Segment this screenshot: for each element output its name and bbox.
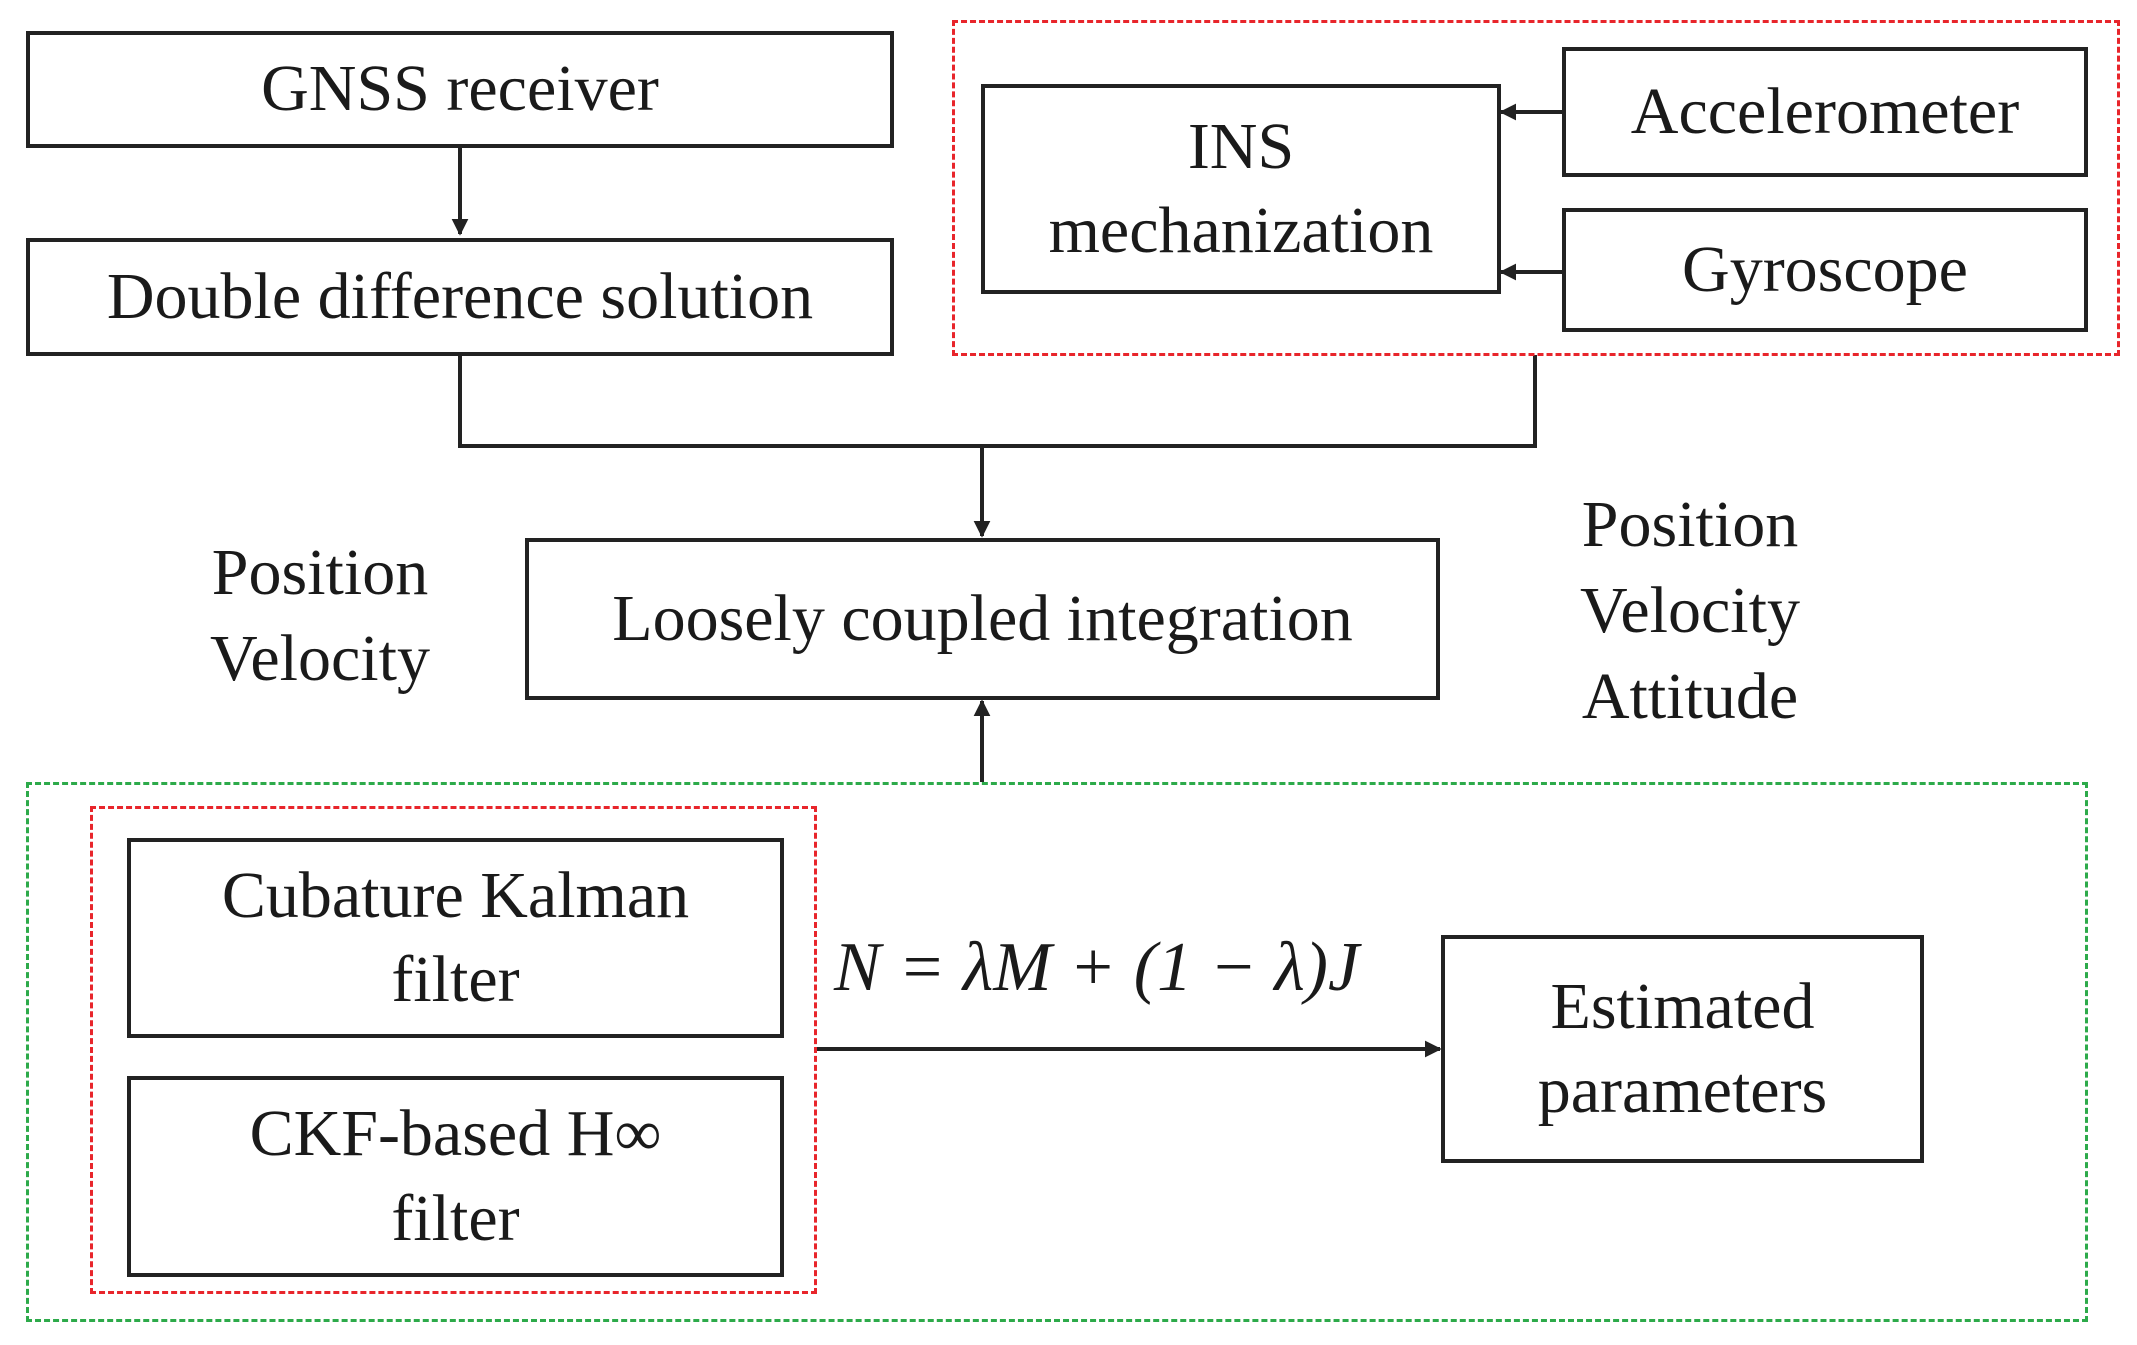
ckf-hinf-filter-box: CKF-based H∞ filter xyxy=(127,1076,784,1277)
cubature-kalman-filter-box: Cubature Kalman filter xyxy=(127,838,784,1038)
ins-output-annotation: Position Velocity Attitude xyxy=(1580,488,1800,733)
gnss-output-annotation: Position Velocity xyxy=(210,536,430,695)
gnss-receiver-label: GNSS receiver xyxy=(261,52,659,126)
gyroscope-label: Gyroscope xyxy=(1682,232,1968,306)
double-difference-label: Double difference solution xyxy=(106,259,814,333)
estimated-parameters-label: Estimated parameters xyxy=(1537,969,1828,1127)
gyroscope-box: Gyroscope xyxy=(1562,208,2088,332)
accelerometer-label: Accelerometer xyxy=(1630,74,2020,148)
ins-sensor-group xyxy=(952,20,2120,356)
loosely-coupled-integration-label: Loosely coupled integration xyxy=(612,581,1353,655)
accelerometer-box: Accelerometer xyxy=(1562,47,2088,177)
connector-ins-to-junction xyxy=(982,355,1537,448)
ins-mechanization-box: INS mechanization xyxy=(981,84,1501,294)
ins-mechanization-label: INS mechanization xyxy=(1048,109,1434,267)
ckf-hinf-filter-label: CKF-based H∞ filter xyxy=(249,1097,662,1255)
cubature-kalman-filter-label: Cubature Kalman filter xyxy=(221,858,690,1016)
loosely-coupled-integration-box: Loosely coupled integration xyxy=(525,538,1440,700)
estimated-parameters-box: Estimated parameters xyxy=(1441,935,1924,1163)
connector-double-difference-to-junction xyxy=(458,356,982,448)
filter-group xyxy=(90,806,817,1294)
double-difference-box: Double difference solution xyxy=(26,238,894,356)
fusion-formula: N = λM + (1 − λ)J xyxy=(834,929,1360,1006)
estimation-group xyxy=(26,782,2088,1322)
gnss-receiver-box: GNSS receiver xyxy=(26,31,894,148)
